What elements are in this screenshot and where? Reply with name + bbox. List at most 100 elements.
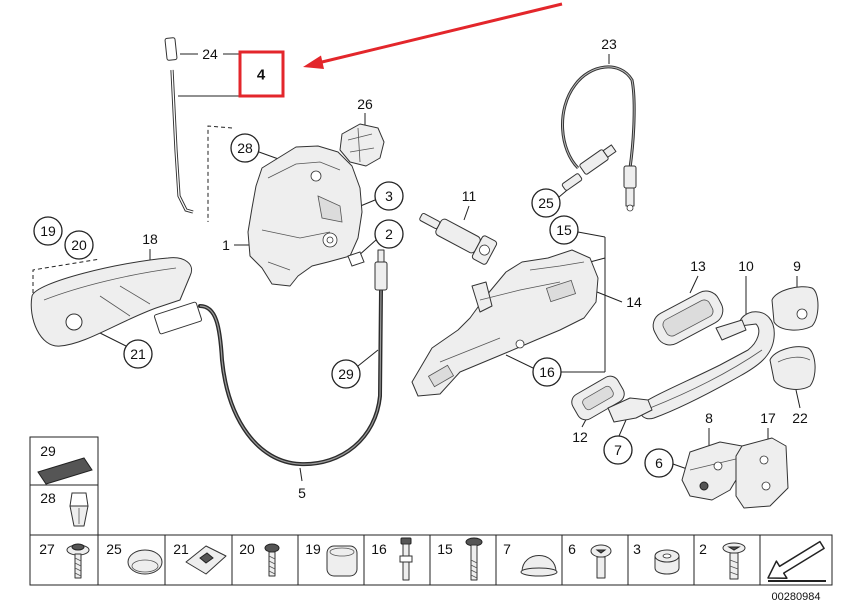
callout-ring [644, 448, 674, 478]
leader-28-dashed [207, 125, 233, 222]
callout-14: 14 [626, 294, 642, 310]
leader-19-20-dashed [32, 258, 101, 293]
carrier-ribs [439, 261, 585, 363]
callout-5: 5 [298, 485, 306, 501]
connector-tip [602, 144, 617, 158]
callout-ring [331, 359, 361, 389]
bolt-icon [399, 537, 413, 581]
small-bracket-body [607, 397, 653, 423]
legend-label-2: 2 [699, 541, 707, 557]
hex-bolt-icon [722, 542, 746, 580]
highlight-arrow [303, 2, 563, 69]
callout-6: 6 [644, 448, 674, 478]
screw-drive [595, 549, 607, 554]
rod-clip [164, 37, 178, 61]
screw-thread [268, 555, 276, 575]
leader-13 [689, 275, 699, 294]
carrier-slot-2 [427, 364, 455, 388]
legend-row-frame [29, 534, 833, 586]
callout-21: 21 [123, 339, 153, 369]
callout-label: 19 [40, 223, 56, 239]
handle-crease [649, 349, 763, 409]
clip-icon [69, 492, 89, 527]
callout-25: 25 [531, 188, 561, 218]
bracket-body [681, 441, 743, 501]
callout-13: 13 [690, 258, 706, 274]
legend-label-19: 19 [305, 541, 321, 557]
plug-icon [326, 545, 358, 577]
bracket-stud [699, 481, 709, 491]
lock-latch [317, 195, 343, 223]
screw-washer-icon [66, 543, 90, 579]
inner-handle [30, 257, 192, 347]
callout-label: 20 [71, 237, 87, 253]
sticker-icon [37, 457, 93, 485]
bowden-cable [561, 65, 637, 212]
outer-door-handle [639, 311, 775, 420]
callout-ring [123, 339, 153, 369]
legend-label-6: 6 [568, 541, 576, 557]
leader-15-branch [589, 257, 606, 263]
callout-label: 2 [385, 226, 393, 242]
callout-ring [531, 188, 561, 218]
clip-head [69, 492, 89, 507]
plate-body [735, 437, 789, 509]
callout-ring [64, 230, 94, 260]
callout-label: 16 [539, 364, 555, 380]
cylinder-keyhole [479, 244, 490, 256]
callout-label: 28 [237, 140, 253, 156]
torx-screw-icon [590, 544, 612, 579]
lock-hole [310, 170, 322, 182]
callout-10: 10 [738, 258, 754, 274]
callout-2: 2 [374, 219, 404, 249]
legend-label-20: 20 [239, 541, 255, 557]
carrier-arm [471, 281, 493, 313]
lock-cylinder [419, 212, 498, 265]
leader-7 [618, 419, 627, 437]
operating-cable [198, 249, 388, 467]
bolt-thread [729, 559, 739, 576]
callout-23: 23 [601, 36, 617, 52]
plug-top [329, 547, 355, 557]
callout-3: 3 [374, 181, 404, 211]
screw-head [71, 543, 85, 551]
leader-5 [299, 467, 303, 482]
arrow-icon [767, 540, 826, 582]
handle-carrier [411, 249, 599, 397]
callout-19: 19 [33, 216, 63, 246]
callout-26: 26 [357, 96, 373, 112]
backing-plate [735, 437, 789, 509]
small-bracket [607, 397, 653, 423]
screw-icon [264, 543, 280, 577]
callout-label: 21 [130, 346, 146, 362]
cable-end-ball [626, 204, 634, 212]
lock-tab [347, 251, 365, 267]
bracket-hole [713, 461, 723, 471]
bolt-head [400, 537, 412, 545]
leader-15 [577, 231, 606, 238]
cable-grip [154, 301, 202, 335]
plate-hole-top [759, 455, 769, 465]
callout-ring [33, 216, 63, 246]
plate-hole-bottom [761, 481, 771, 491]
callout-9: 9 [793, 258, 801, 274]
screw-long-icon [465, 537, 483, 581]
dome-cap-icon [127, 549, 163, 575]
callout-label: 3 [385, 188, 393, 204]
callout-12: 12 [572, 429, 588, 445]
connector [339, 123, 385, 167]
callout-24: 24 [202, 46, 218, 62]
speed-nut-center [199, 552, 214, 564]
cable-top-fitting [374, 261, 388, 291]
callout-22: 22 [792, 410, 808, 426]
legend-label-25: 25 [106, 541, 122, 557]
cap-lower-body [769, 346, 816, 390]
screw-thread [74, 557, 82, 577]
small-parts-legend: 29 28 27 25 [29, 436, 833, 586]
callout-8: 8 [705, 410, 713, 426]
callout-ring [603, 435, 633, 465]
cable-end-pin [625, 187, 635, 207]
callout-17: 17 [760, 410, 776, 426]
connector-detail [347, 127, 375, 163]
